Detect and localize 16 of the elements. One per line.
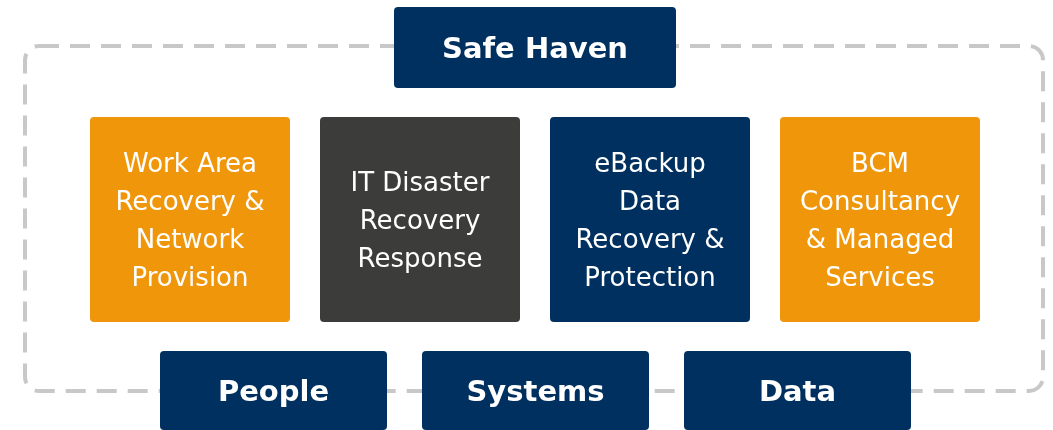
title-box <box>394 7 676 88</box>
box-label: People <box>217 373 330 408</box>
box-label: IT Disaster Recovery Response <box>349 165 491 275</box>
pillar-box <box>422 351 649 430</box>
service-box <box>780 117 980 322</box>
box-label: Systems <box>466 373 605 408</box>
pillar-box <box>684 351 911 430</box>
box-label: BCM Consultancy & Managed Services <box>798 146 962 294</box>
box-label: Work Area Recovery & Network Provision <box>114 146 266 294</box>
pillar-box <box>160 351 387 430</box>
box-label: eBackup Data Recovery & Protection <box>574 146 726 294</box>
box-label: Data <box>758 373 837 408</box>
service-box <box>320 117 520 322</box>
service-box <box>90 117 290 322</box>
service-box <box>550 117 750 322</box>
box-label: Safe Haven <box>442 30 628 65</box>
